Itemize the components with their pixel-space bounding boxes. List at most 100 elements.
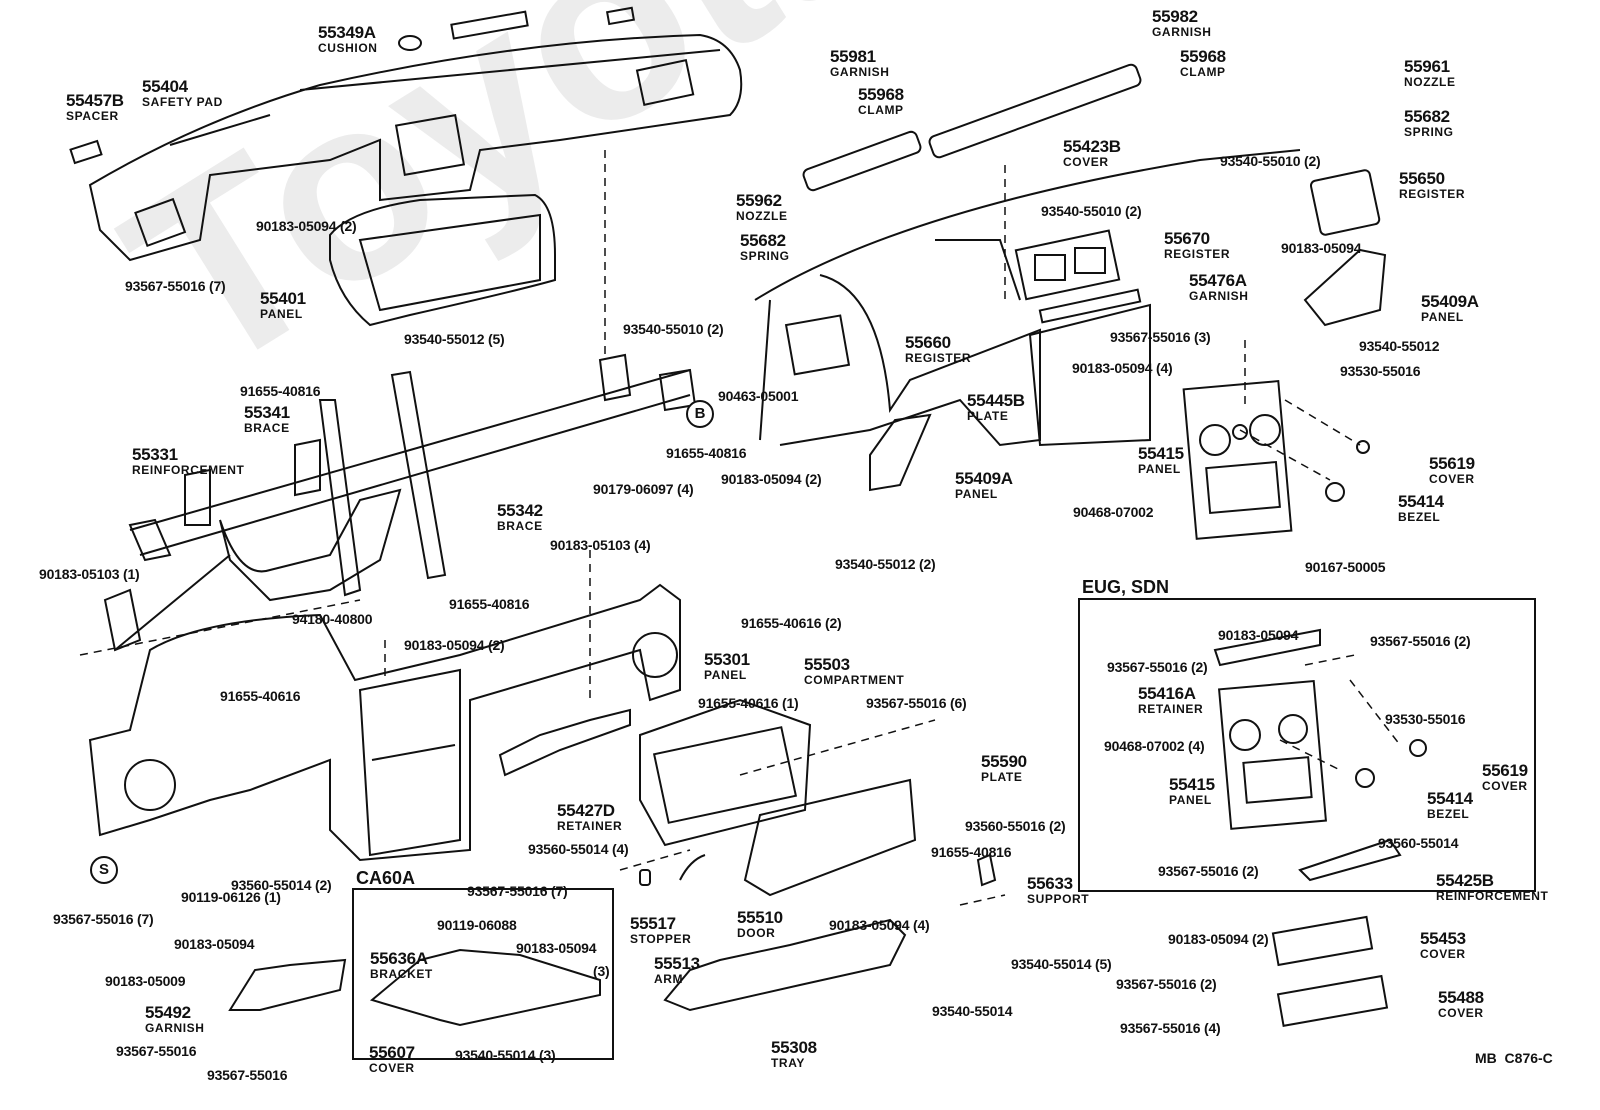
fastener-label[interactable]: 93567-55016 (2) — [1116, 976, 1217, 992]
fastener-label[interactable]: 93560-55014 — [1378, 835, 1459, 851]
fastener-label[interactable]: 93540-55010 (2) — [1220, 153, 1321, 169]
fastener-label[interactable]: 93567-55016 (7) — [53, 911, 154, 927]
fastener-label[interactable]: 93567-55016 (7) — [467, 883, 568, 899]
fastener-label[interactable]: 91655-40816 — [931, 844, 1012, 860]
fastener-label[interactable]: 91655-40816 — [240, 383, 321, 399]
fastener-label[interactable]: 93567-55016 (2) — [1107, 659, 1208, 675]
fastener-label[interactable]: 91655-40616 — [220, 688, 301, 704]
fastener-label[interactable]: 93540-55010 (2) — [623, 321, 724, 337]
fastener-label[interactable]: 90183-05094 — [516, 940, 597, 956]
fastener-label[interactable]: 90183-05094 (2) — [404, 637, 505, 653]
fastener-label[interactable]: 93567-55016 (2) — [1370, 633, 1471, 649]
fastener-label[interactable]: 91655-40816 — [449, 596, 530, 612]
fastener-label[interactable]: 90119-06126 (1) — [181, 889, 281, 905]
fastener-label[interactable]: (3) — [593, 963, 610, 979]
fastener-label[interactable]: 90183-05009 — [105, 973, 186, 989]
fastener-label[interactable]: 90468-07002 (4) — [1104, 738, 1205, 754]
fastener-label[interactable]: 93567-55016 — [116, 1043, 197, 1059]
fastener-label[interactable]: 91655-40616 (2) — [741, 615, 842, 631]
fastener-label[interactable]: 90167-50005 — [1305, 559, 1386, 575]
fastener-label[interactable]: 93567-55016 (6) — [866, 695, 967, 711]
fastener-label[interactable]: 93560-55016 (2) — [965, 818, 1066, 834]
fastener-label[interactable]: 90119-06088 — [437, 917, 517, 933]
fastener-label[interactable]: 91655-40616 (1) — [698, 695, 799, 711]
fastener-label[interactable]: 93567-55016 (4) — [1120, 1020, 1221, 1036]
fastener-label[interactable]: 90183-05103 (1) — [39, 566, 140, 582]
fastener-label[interactable]: 90179-06097 (4) — [593, 481, 694, 497]
fastener-label[interactable]: 90468-07002 — [1073, 504, 1154, 520]
fastener-label[interactable]: 93540-55012 — [1359, 338, 1440, 354]
fastener-label[interactable]: 94180-40800 — [292, 611, 373, 627]
fastener-label[interactable]: 93540-55014 (3) — [455, 1047, 556, 1063]
fastener-label[interactable]: 90183-05094 (4) — [829, 917, 930, 933]
fastener-label[interactable]: 90183-05094 (2) — [1168, 931, 1269, 947]
fastener-label[interactable]: 93567-55016 (7) — [125, 278, 226, 294]
fastener-label[interactable]: 90183-05094 — [1218, 627, 1299, 643]
fastener-label[interactable]: 93540-55014 (5) — [1011, 956, 1112, 972]
fastener-label[interactable]: 90183-05094 (2) — [256, 218, 357, 234]
fastener-label[interactable]: 93530-55016 — [1385, 711, 1466, 727]
fastener-label[interactable]: 93540-55012 (2) — [835, 556, 936, 572]
fastener-label[interactable]: 90183-05094 — [1281, 240, 1362, 256]
fastener-label[interactable]: 90183-05103 (4) — [550, 537, 651, 553]
fastener-label[interactable]: 93560-55014 (2) — [231, 877, 332, 893]
fastener-label[interactable]: 90183-05094 (4) — [1072, 360, 1173, 376]
fastener-label[interactable]: 93567-55016 (3) — [1110, 329, 1211, 345]
fastener-label[interactable]: 93530-55016 — [1340, 363, 1421, 379]
fastener-label[interactable]: 93567-55016 — [207, 1067, 288, 1083]
fastener-label[interactable]: 91655-40816 — [666, 445, 747, 461]
fastener-label[interactable]: 90183-05094 — [174, 936, 255, 952]
fastener-label[interactable]: 93540-55012 (5) — [404, 331, 505, 347]
fastener-label[interactable]: 93560-55014 (4) — [528, 841, 629, 857]
fastener-label[interactable]: 90463-05001 — [718, 388, 799, 404]
fastener-label[interactable]: 93540-55014 — [932, 1003, 1013, 1019]
fastener-label[interactable]: 93567-55016 (2) — [1158, 863, 1259, 879]
fastener-label[interactable]: 90183-05094 (2) — [721, 471, 822, 487]
